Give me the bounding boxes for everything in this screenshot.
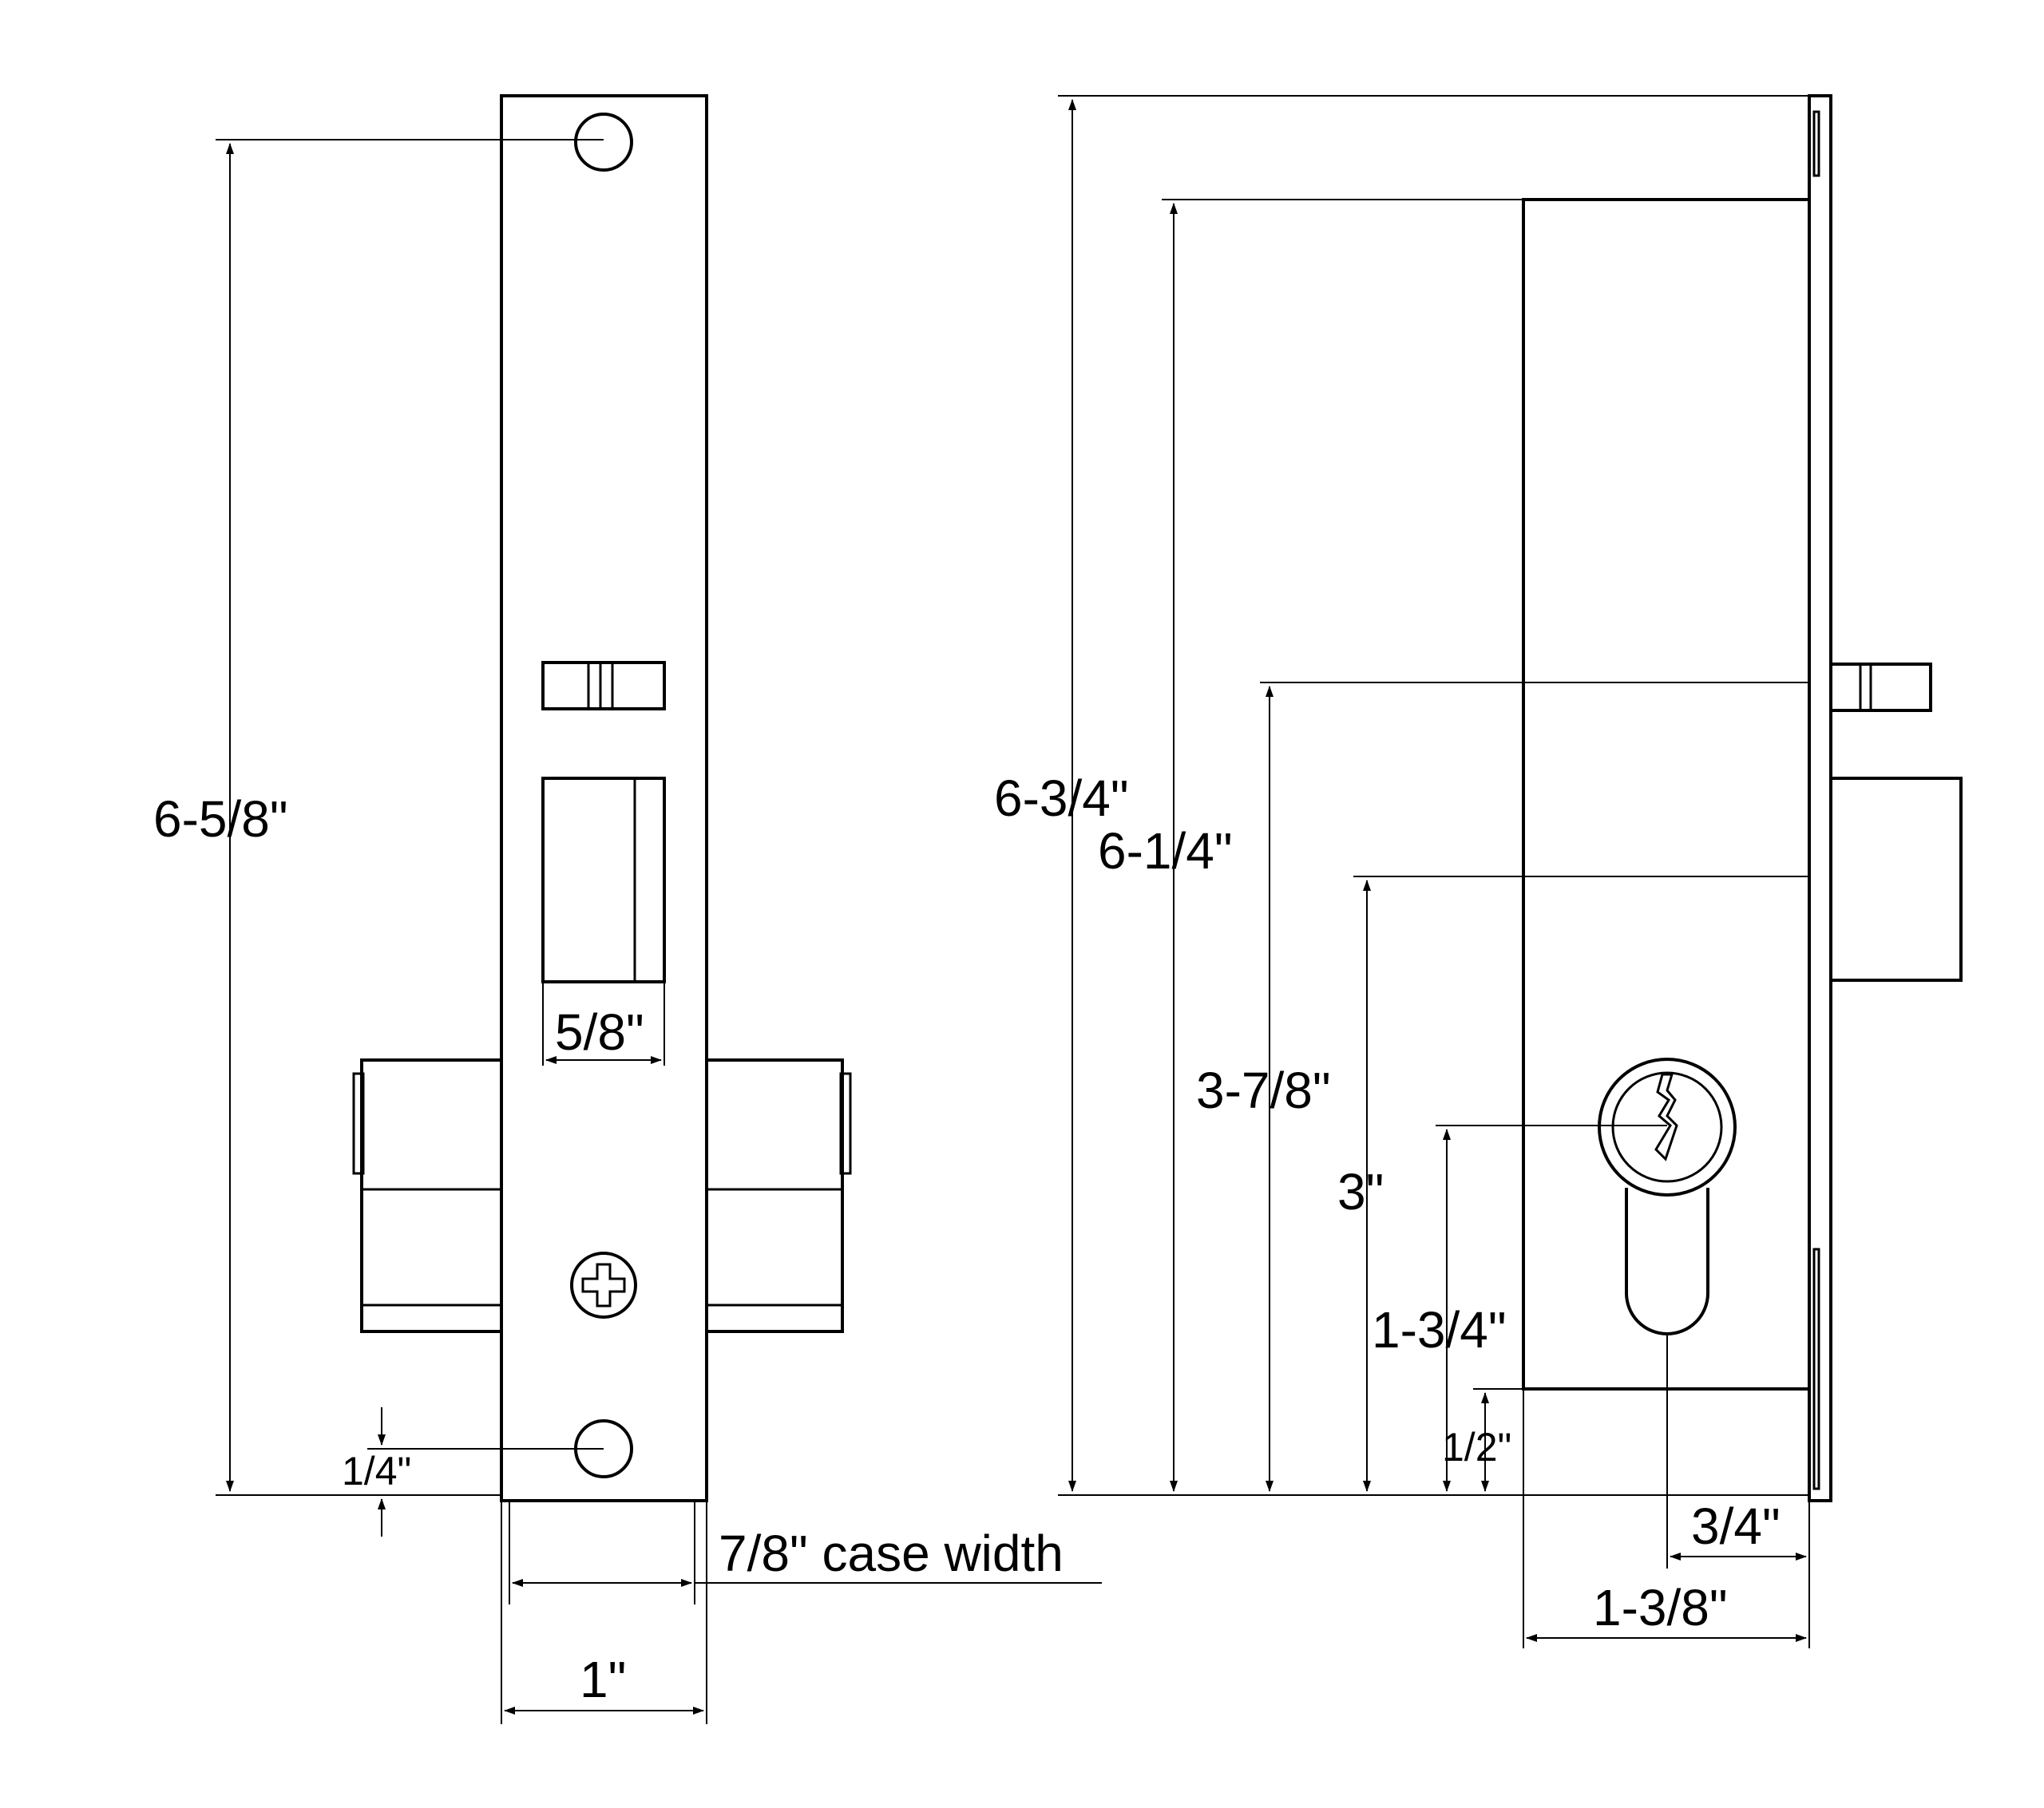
cylinder-keyhole-icon <box>1598 1058 1737 1335</box>
front-height-label: 6-5/8" <box>153 790 288 848</box>
edge-offset-dimension <box>367 1407 604 1537</box>
lock-case <box>1522 198 1811 1391</box>
bolt <box>541 777 666 983</box>
bolt-height-dimension <box>1353 876 1809 1492</box>
bolt-side <box>1829 777 1963 982</box>
overall-height-dimension <box>1058 95 1831 1496</box>
faceplate-edge <box>1808 94 1832 1502</box>
case-bottom-dimension <box>1473 1388 1523 1492</box>
bolt-height-label: 3" <box>1337 1163 1384 1220</box>
left-cylinder-housing <box>352 1058 503 1333</box>
case-height-dimension <box>1162 199 1523 1492</box>
cylinder-center-label: 1-3/4" <box>1372 1301 1507 1359</box>
right-cylinder-housing <box>705 1058 852 1333</box>
edge-offset-label: 1/4" <box>342 1449 411 1493</box>
case-height-label: 6-1/4" <box>1098 822 1233 880</box>
strike-width-dimension <box>542 982 665 1066</box>
strike-width-label: 5/8" <box>555 1003 644 1061</box>
case-bottom-label: 1/2" <box>1442 1425 1511 1470</box>
phillips-screw-icon <box>570 1252 637 1319</box>
latch-height-dimension <box>1260 682 1809 1492</box>
case-depth-dimension <box>1523 1389 1807 1648</box>
backset-label: 3/4" <box>1691 1497 1781 1555</box>
faceplate-width-dimension <box>501 1501 707 1724</box>
case-width-label: 7/8" case width <box>719 1525 1064 1582</box>
faceplate-width-label: 1" <box>580 1651 626 1708</box>
deadlatch-side <box>1829 663 1932 712</box>
case-width-dimension <box>509 1501 1102 1604</box>
deadlatch <box>541 661 666 710</box>
overall-height-label: 6-3/4" <box>994 769 1129 827</box>
side-view: 6-3/4" 6-1/4" 3-7/8" 3" 1-3/4" <box>994 94 1963 1648</box>
faceplate <box>500 94 708 1502</box>
latch-height-label: 3-7/8" <box>1196 1062 1331 1119</box>
backset-dimension <box>1666 1335 1810 1648</box>
top-screw-hole <box>574 113 633 172</box>
front-view: 6-5/8" 5/8" 1/4" 7/8" case width <box>153 94 1102 1724</box>
cylinder-center-dimension <box>1436 1125 1667 1492</box>
front-height-dimension <box>216 139 604 1496</box>
case-depth-label: 1-3/8" <box>1593 1579 1728 1636</box>
